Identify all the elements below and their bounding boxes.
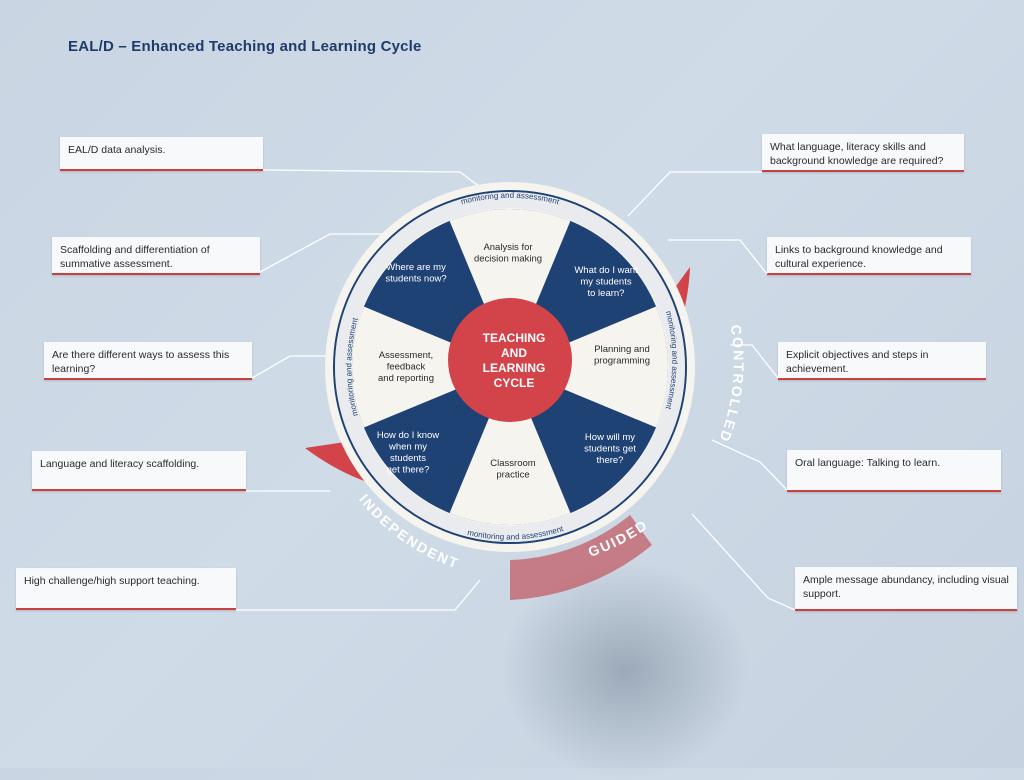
- note-text: Are there different ways to assess this …: [52, 349, 230, 375]
- monitoring-ring: [335, 192, 685, 542]
- center-text-3: LEARNING: [483, 361, 546, 375]
- arc-band-dark: [510, 515, 652, 600]
- note-text: Language and literacy scaffolding.: [40, 458, 200, 470]
- note-text: Scaffolding and differentiation of summa…: [60, 244, 210, 270]
- note-text: Explicit objectives and steps in achieve…: [786, 349, 929, 375]
- segment-s1: [449, 208, 571, 367]
- note-text: Ample message abundancy, including visua…: [803, 574, 1009, 600]
- note-left-1: EAL/D data analysis.: [60, 137, 263, 171]
- note-right-4: Oral language: Talking to learn.: [787, 450, 1001, 492]
- note-text: Oral language: Talking to learn.: [795, 457, 941, 469]
- page-title: EAL/D – Enhanced Teaching and Learning C…: [68, 38, 422, 55]
- note-left-5: High challenge/high support teaching.: [16, 568, 236, 610]
- segment-s5: [449, 367, 571, 525]
- note-right-5: Ample message abundancy, including visua…: [795, 567, 1017, 611]
- note-left-4: Language and literacy scaffolding.: [32, 451, 246, 491]
- center-circle: [448, 298, 572, 422]
- center-text-4: CYCLE: [494, 376, 535, 390]
- note-text: High challenge/high support teaching.: [24, 575, 200, 587]
- note-right-1: What language, literacy skills and backg…: [762, 134, 964, 172]
- center-text-1: TEACHING: [483, 331, 546, 345]
- note-left-2: Scaffolding and differentiation of summa…: [52, 237, 260, 275]
- arc-label-controlled: CONTROLLED: [716, 324, 747, 446]
- note-left-3: Are there different ways to assess this …: [44, 342, 252, 380]
- shadow: [500, 560, 750, 780]
- segment-s7: [352, 306, 510, 428]
- note-text: What language, literacy skills and backg…: [770, 141, 944, 167]
- center-text-2: AND: [501, 346, 527, 360]
- outer-ring-line: [333, 190, 687, 544]
- segment-s3: [510, 306, 668, 428]
- note-right-3: Explicit objectives and steps in achieve…: [778, 342, 986, 380]
- connector-lines: [236, 169, 796, 611]
- note-text: Links to background knowledge and cultur…: [775, 244, 943, 270]
- note-text: EAL/D data analysis.: [68, 144, 166, 156]
- note-right-2: Links to background knowledge and cultur…: [767, 237, 971, 275]
